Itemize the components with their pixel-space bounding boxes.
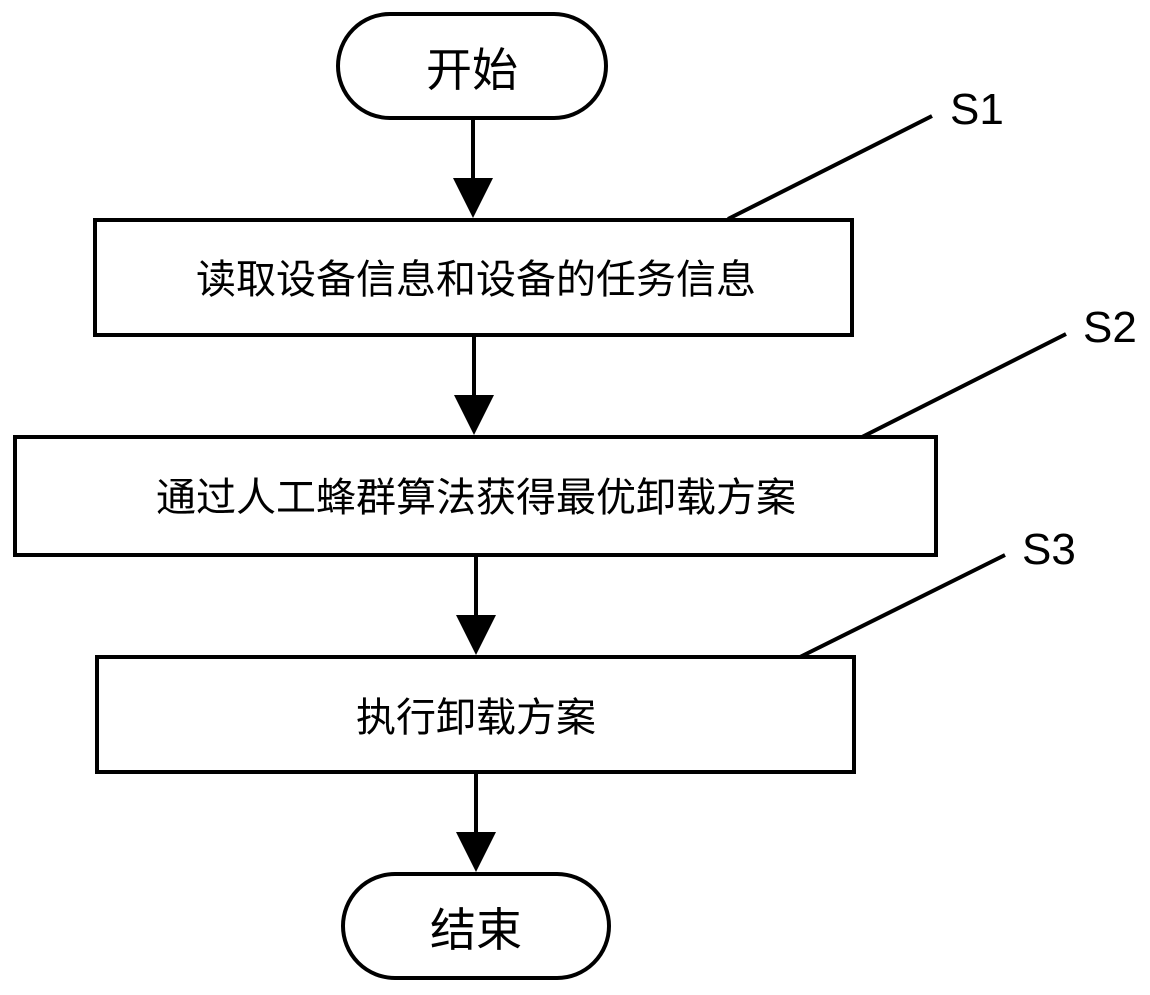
step-s2-callout: S2 <box>861 303 1137 439</box>
end-node: 结束 <box>341 872 611 980</box>
start-terminal-shape <box>336 12 608 120</box>
step-s2-box <box>13 435 938 557</box>
step-s2-label: 通过人工蜂群算法获得最优卸载方案 <box>156 475 796 521</box>
step-s2-id: S2 <box>1083 303 1137 352</box>
step-s3: 执行卸载方案 <box>95 655 856 774</box>
step-s3-label: 执行卸载方案 <box>356 695 596 741</box>
step-s3-callout: S3 <box>799 525 1076 659</box>
step-s1-box <box>93 218 854 337</box>
arrow-start-to-s1 <box>453 120 493 218</box>
step-s1: 读取设备信息和设备的任务信息 <box>93 218 854 337</box>
step-s1-callout: S1 <box>727 85 1004 221</box>
step-s3-id: S3 <box>1022 525 1076 574</box>
arrow-s1-to-s2 <box>454 337 494 435</box>
step-s3-box <box>95 655 856 774</box>
arrow-s2-to-s3 <box>456 557 496 655</box>
end-label: 结束 <box>430 903 522 957</box>
end-terminal-shape <box>341 872 611 980</box>
step-s1-label: 读取设备信息和设备的任务信息 <box>196 257 756 303</box>
step-s2: 通过人工蜂群算法获得最优卸载方案 <box>13 435 938 557</box>
step-s1-id: S1 <box>950 85 1004 134</box>
arrow-s3-to-end <box>456 774 496 872</box>
start-node: 开始 <box>336 12 608 120</box>
start-label: 开始 <box>426 43 518 97</box>
